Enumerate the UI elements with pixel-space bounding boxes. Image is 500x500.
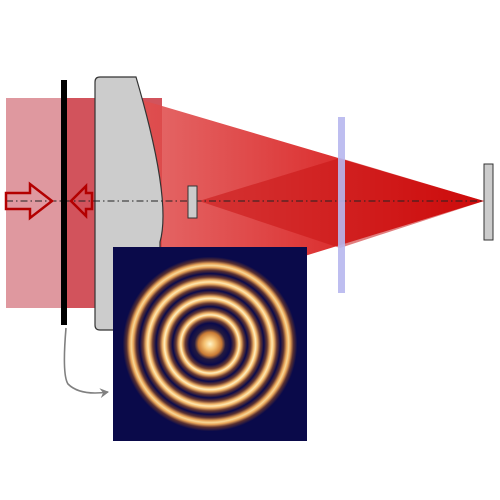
interference-pattern [113,247,307,441]
beam-splitter-plate [338,117,345,293]
small-central-mirror [187,185,198,219]
pointer-arrow [63,327,109,399]
observation-screen [61,80,67,325]
return-direction-arrow [69,182,94,220]
end-mirror [483,163,494,241]
interference-rings [113,247,307,441]
incident-beam [6,98,64,308]
incident-direction-arrow [4,181,55,221]
